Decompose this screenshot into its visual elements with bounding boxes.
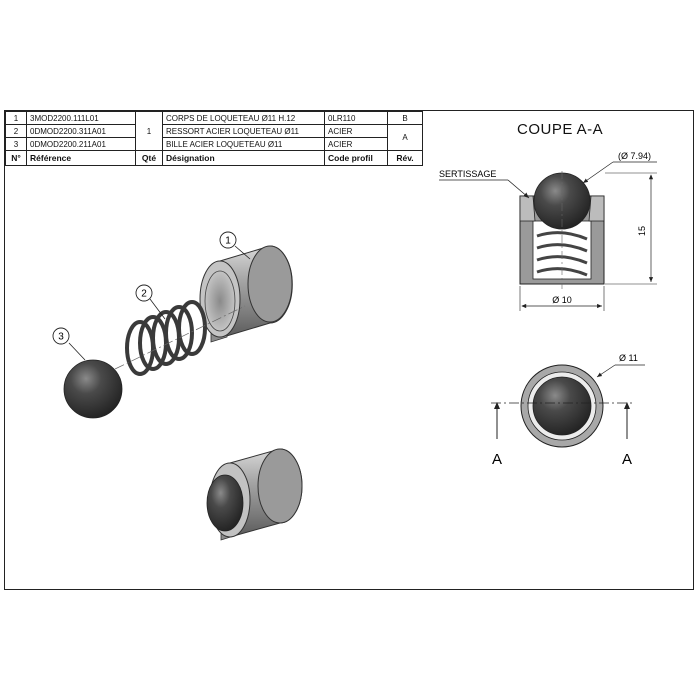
assembly-axis	[114, 305, 246, 370]
base-diameter-dim: Ø 10	[519, 286, 605, 311]
svg-text:15: 15	[637, 226, 647, 236]
svg-text:2: 2	[141, 289, 147, 300]
svg-text:Ø 11: Ø 11	[619, 353, 638, 363]
svg-text:1: 1	[225, 236, 231, 247]
technical-drawing: 1 2 3	[52, 151, 657, 541]
bom-cell-rev: A	[387, 124, 423, 151]
body-part-exploded	[199, 245, 293, 343]
svg-text:SERTISSAGE: SERTISSAGE	[439, 169, 496, 179]
bom-row: 2 0DMOD2200.311A01 RESSORT ACIER LOQUETE…	[5, 124, 423, 151]
balloon-2: 2	[135, 284, 166, 320]
ball-diameter-dim: (Ø 7.94)	[582, 151, 657, 184]
section-view	[519, 171, 605, 289]
balloon-3: 3	[52, 327, 86, 361]
bill-of-materials: 1 3MOD2200.111L01 1 CORPS DE LOQUETEAU Ø…	[5, 111, 423, 166]
spring-part-exploded	[125, 300, 207, 376]
cut-line: A A	[491, 402, 633, 468]
cut-label-right: A	[622, 451, 632, 468]
balloon-1: 1	[219, 231, 251, 260]
height-dim: 15	[605, 172, 657, 285]
bom-row: 3 0DMOD2200.211A01 BILLE ACIER LOQUETEAU…	[5, 137, 423, 151]
assembled-view	[206, 448, 303, 541]
svg-text:Ø 10: Ø 10	[552, 295, 572, 305]
bom-header-row: N° Référence Qté Désignation Code profil…	[5, 150, 423, 166]
bom-header-rev: Rév.	[387, 150, 423, 166]
top-view	[520, 364, 604, 448]
svg-text:(Ø 7.94): (Ø 7.94)	[618, 151, 651, 161]
bom-row: 1 3MOD2200.111L01 1 CORPS DE LOQUETEAU Ø…	[5, 111, 423, 151]
section-title: COUPE A-A	[517, 121, 604, 138]
ball-part-exploded	[63, 359, 123, 419]
cut-label-left: A	[492, 451, 502, 468]
outer-diameter-dim: Ø 11	[596, 353, 645, 378]
svg-text:3: 3	[58, 332, 64, 343]
spring-section	[536, 231, 588, 277]
drawing-sheet: 1 3MOD2200.111L01 1 CORPS DE LOQUETEAU Ø…	[4, 110, 694, 590]
bom-header-reference: Référence	[26, 150, 136, 166]
bom-header-profile: Code profil	[324, 150, 388, 166]
bom-header-qty: Qté	[135, 150, 163, 166]
crimp-callout: SERTISSAGE	[439, 169, 530, 199]
